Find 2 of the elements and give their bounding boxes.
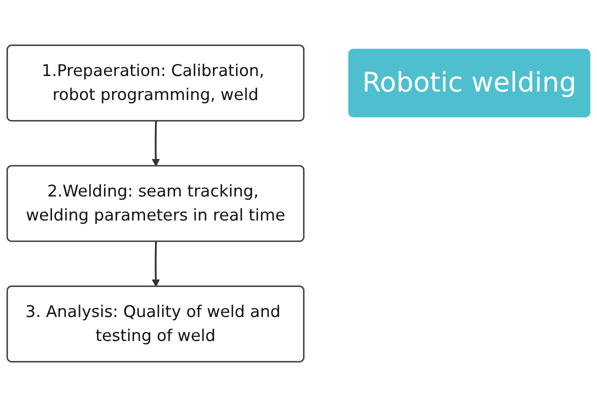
- arrow: [152, 242, 160, 287]
- arrow: [152, 121, 160, 167]
